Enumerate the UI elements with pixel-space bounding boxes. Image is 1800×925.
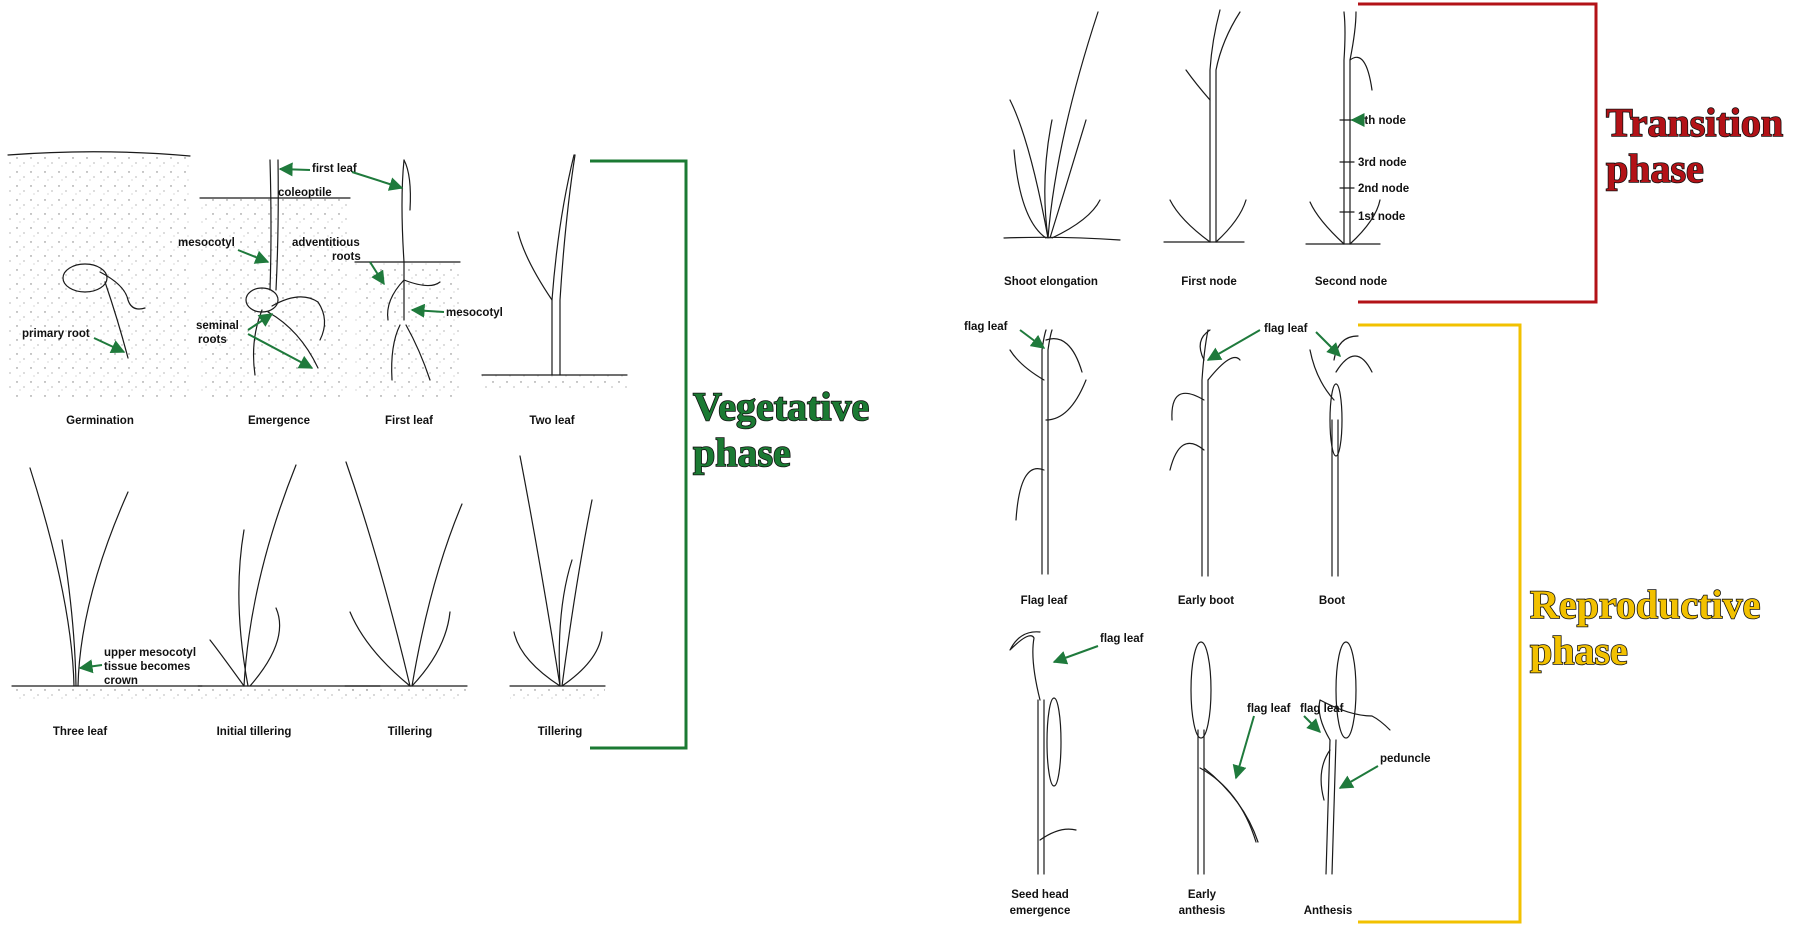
label-flag-leaf-4: flag leaf xyxy=(1247,703,1291,715)
caption-tillering-1: Tillering xyxy=(388,726,433,738)
early-boot-illustration xyxy=(1170,330,1240,576)
first-leaf-illustration xyxy=(355,160,460,398)
caption-early: Early xyxy=(1188,889,1217,901)
flag-leaf-illustration xyxy=(1010,330,1086,574)
label-primary-root: primary root xyxy=(22,328,90,340)
seed-head-emergence-illustration xyxy=(1010,632,1076,874)
transition-title-line2: phase xyxy=(1606,146,1704,191)
label-seminal-roots: roots xyxy=(198,334,227,346)
caption-first-leaf: First leaf xyxy=(385,415,433,427)
vegetative-phase-section: primary root first leaf coleoptile mesoc… xyxy=(8,152,869,748)
caption-seed-head: Seed head xyxy=(1011,889,1069,901)
transition-phase-section: 4th node 3rd node 2nd node 1st node Shoo… xyxy=(1004,4,1783,302)
label-mesocotyl: mesocotyl xyxy=(178,237,235,249)
arrow-peduncle xyxy=(1340,766,1378,788)
label-crown: crown xyxy=(104,675,138,687)
arrow-upper-mesocotyl xyxy=(80,665,102,668)
label-2nd-node: 2nd node xyxy=(1358,183,1409,195)
label-first-leaf-1: first leaf xyxy=(312,163,357,175)
caption-germination: Germination xyxy=(66,415,134,427)
label-coleoptile: coleoptile xyxy=(278,187,332,199)
label-upper-mesocotyl: upper mesocotyl xyxy=(104,647,196,659)
label-peduncle: peduncle xyxy=(1380,753,1430,765)
transition-bracket xyxy=(1358,4,1596,302)
label-flag-leaf-2: flag leaf xyxy=(1264,323,1308,335)
arrow-flag-leaf-3 xyxy=(1316,332,1340,356)
label-adventitious-roots: roots xyxy=(332,251,361,263)
arrow-flag-leaf-5 xyxy=(1236,716,1254,778)
caption-three-leaf: Three leaf xyxy=(53,726,107,738)
caption-boot: Boot xyxy=(1319,595,1345,607)
second-node-illustration xyxy=(1306,12,1380,244)
early-anthesis-illustration xyxy=(1191,642,1258,874)
reproductive-phase-section: flag leaf flag leaf flag leaf flag leaf … xyxy=(964,321,1760,922)
label-3rd-node: 3rd node xyxy=(1358,157,1407,169)
first-node-illustration xyxy=(1164,10,1246,242)
germination-illustration xyxy=(8,152,190,400)
caption-tillering-2: Tillering xyxy=(538,726,583,738)
label-flag-leaf-5: flag leaf xyxy=(1300,703,1344,715)
tillering-illustration-1 xyxy=(345,462,467,700)
caption-anthesis: Anthesis xyxy=(1304,905,1353,917)
arrow-flag-leaf-4 xyxy=(1054,646,1098,662)
arrow-first-leaf-2 xyxy=(352,172,402,188)
vegetative-bracket xyxy=(590,161,686,748)
caption-early-boot: Early boot xyxy=(1178,595,1234,607)
label-4th-node: 4th node xyxy=(1358,115,1406,127)
caption-first-node: First node xyxy=(1181,276,1237,288)
label-tissue-becomes: tissue becomes xyxy=(104,661,190,673)
caption-anthesis-line2: anthesis xyxy=(1179,905,1226,917)
reproductive-bracket xyxy=(1358,325,1520,922)
initial-tillering-illustration xyxy=(198,465,380,700)
arrow-flag-leaf-1 xyxy=(1020,330,1044,348)
label-mesocotyl-2: mesocotyl xyxy=(446,307,503,319)
caption-emergence: Emergence xyxy=(248,415,310,427)
reproductive-title-line1: Reproductive xyxy=(1530,582,1760,627)
two-leaf-illustration xyxy=(482,155,627,389)
caption-flag-leaf: Flag leaf xyxy=(1021,595,1068,607)
label-flag-leaf-3: flag leaf xyxy=(1100,633,1144,645)
arrow-flag-leaf-2 xyxy=(1208,330,1260,360)
caption-initial-tillering: Initial tillering xyxy=(217,726,292,738)
caption-second-node: Second node xyxy=(1315,276,1387,288)
tillering-illustration-2 xyxy=(510,456,605,700)
caption-two-leaf: Two leaf xyxy=(529,415,574,427)
caption-shoot-elongation: Shoot elongation xyxy=(1004,276,1098,288)
arrow-first-leaf-1 xyxy=(280,169,310,170)
boot-illustration xyxy=(1310,336,1372,576)
reproductive-title-line2: phase xyxy=(1530,628,1628,673)
label-1st-node: 1st node xyxy=(1358,211,1405,223)
label-adventitious: adventitious xyxy=(292,237,360,249)
label-seminal: seminal xyxy=(196,320,239,332)
transition-title-line1: Transition xyxy=(1606,100,1783,145)
shoot-elongation-illustration xyxy=(1004,12,1120,240)
vegetative-title-line1: Vegetative xyxy=(693,384,869,429)
caption-emergence-2: emergence xyxy=(1010,905,1071,917)
label-flag-leaf-1: flag leaf xyxy=(964,321,1008,333)
arrow-flag-leaf-6 xyxy=(1304,716,1320,732)
vegetative-title-line2: phase xyxy=(693,430,791,475)
